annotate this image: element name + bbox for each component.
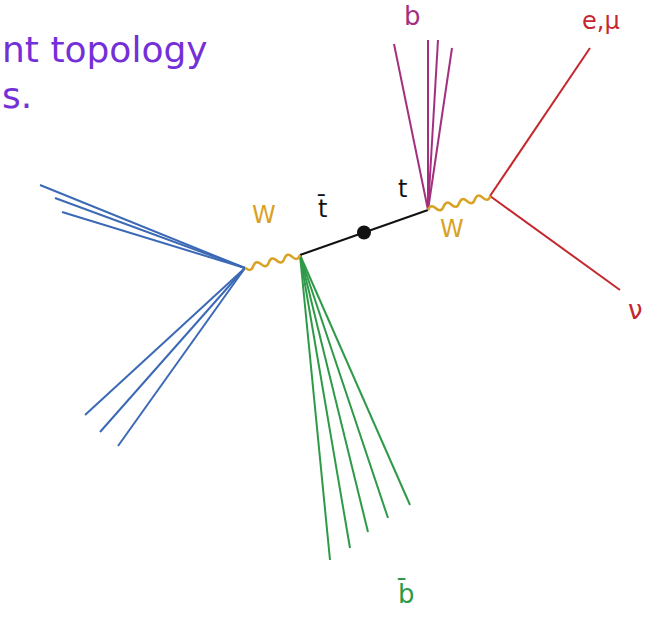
particle-label: e,μ xyxy=(582,8,620,34)
particle-label: ν xyxy=(628,296,643,325)
jet-line xyxy=(428,48,452,210)
heading-fragment: s. xyxy=(2,76,32,116)
bbar-jet-lines xyxy=(300,255,410,560)
particle-label: t xyxy=(398,176,407,202)
jet-line xyxy=(428,40,438,210)
particle-label: b̄ xyxy=(398,580,415,609)
jet-lines xyxy=(40,185,245,446)
particle-label: W xyxy=(252,202,276,228)
heading-fragment: nt topology xyxy=(2,30,208,70)
jet-line xyxy=(85,268,245,415)
jet-line xyxy=(62,212,245,268)
lepton-lines xyxy=(490,48,620,290)
jet-line xyxy=(300,255,388,518)
jet-line xyxy=(300,255,410,505)
lepton-line xyxy=(490,48,590,196)
jet-line xyxy=(118,268,245,446)
jet-line xyxy=(40,185,245,268)
w-boson-wave xyxy=(427,193,491,213)
jet-line xyxy=(100,268,245,432)
jet-line xyxy=(55,198,245,268)
w-boson-wave xyxy=(245,252,301,271)
production-vertex xyxy=(357,226,371,240)
particle-label: b xyxy=(404,2,421,31)
neutrino-line xyxy=(490,196,620,290)
jet-line xyxy=(300,255,368,532)
particle-label: W xyxy=(440,216,464,242)
jet-line xyxy=(300,255,350,548)
b-jet-lines xyxy=(394,40,452,210)
jet-line xyxy=(394,44,428,210)
particle-label: t̄ xyxy=(318,196,327,222)
